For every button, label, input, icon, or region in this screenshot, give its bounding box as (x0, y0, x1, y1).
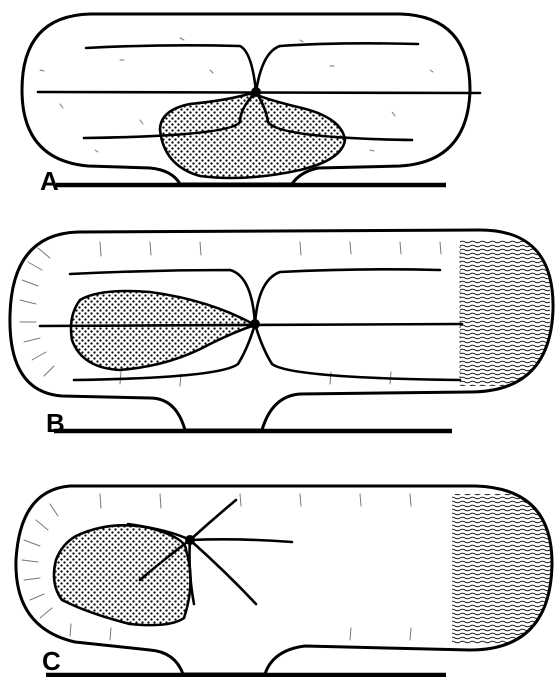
cytoplasm-region-c (54, 525, 191, 625)
panel-b: B (10, 230, 553, 438)
panel-label-a: A (40, 166, 59, 196)
panel-label-c: C (42, 646, 61, 676)
panel-a: A (22, 14, 480, 196)
cytoplasm-region-b (71, 291, 255, 370)
panel-label-b: B (46, 408, 65, 438)
panel-c: C (16, 486, 552, 676)
